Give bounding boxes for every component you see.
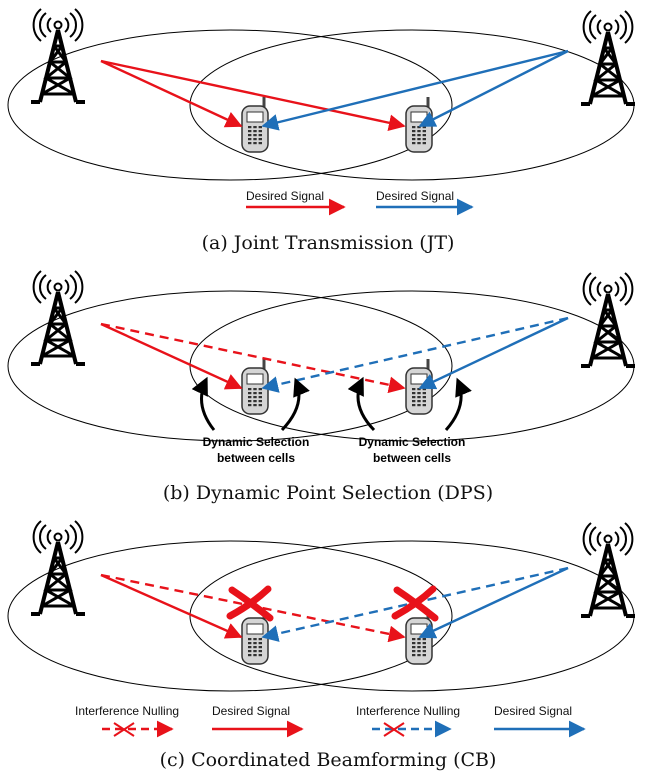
phone-2-icon (404, 607, 434, 666)
note-left-line2: between cells (217, 451, 295, 465)
left-cell-ellipse (7, 29, 453, 181)
legend-desired-red-label: Desired Signal (212, 704, 290, 718)
red-signal-to-phone-1 (100, 59, 243, 128)
selection-arrow-right-1 (347, 376, 376, 432)
left-cell-ellipse (7, 540, 453, 692)
blue-signal-to-phone-2 (418, 316, 569, 390)
legend-red-label: Desired Signal (246, 189, 324, 203)
right-tower-icon (579, 9, 637, 106)
legend-desired-blue-label: Desired Signal (494, 704, 572, 718)
panel-c: Interference Nulling Desired Signal Inte… (7, 519, 637, 771)
caption-c: (c) Coordinated Beamforming (CB) (160, 749, 497, 771)
right-tower-icon (579, 271, 637, 368)
red-signal-to-phone-1 (100, 322, 243, 390)
legend-interf-blue-label: Interference Nulling (356, 704, 460, 718)
left-tower-icon (29, 269, 87, 366)
right-tower-icon (579, 521, 637, 618)
note-right-line1: Dynamic Selection (359, 435, 466, 449)
right-cell-ellipse (189, 290, 635, 442)
selection-arrow-left-2 (280, 377, 310, 432)
caption-a: (a) Joint Transmission (JT) (202, 232, 455, 254)
note-left-line1: Dynamic Selection (203, 435, 310, 449)
blue-signal-to-phone-1 (261, 49, 569, 131)
left-tower-icon (29, 7, 87, 104)
left-tower-icon (29, 519, 87, 616)
selection-arrow-right-2 (444, 377, 472, 431)
left-cell-ellipse (7, 290, 453, 442)
interference-x-right-icon (395, 589, 435, 618)
phone-1-icon (240, 357, 270, 416)
right-cell-ellipse (189, 540, 635, 692)
caption-b: (b) Dynamic Point Selection (DPS) (163, 482, 493, 504)
legend-interf-red-label: Interference Nulling (75, 704, 179, 718)
blue-signal-to-phone-2 (418, 566, 569, 639)
red-signal-to-phone-1 (100, 573, 243, 639)
note-right-line2: between cells (373, 451, 451, 465)
red-signal-to-phone-2 (100, 59, 406, 132)
selection-arrow-left-1 (191, 376, 216, 431)
legend-blue-label: Desired Signal (376, 189, 454, 203)
phone-2-icon (404, 357, 434, 416)
panel-b: Dynamic Selection between cells Dynamic … (7, 269, 637, 504)
panel-a: Desired Signal Desired Signal (a) Joint … (7, 7, 637, 254)
blue-signal-to-phone-2 (418, 49, 569, 128)
phone-2-icon (404, 95, 434, 154)
blue-dashed-to-phone-1 (261, 316, 569, 393)
